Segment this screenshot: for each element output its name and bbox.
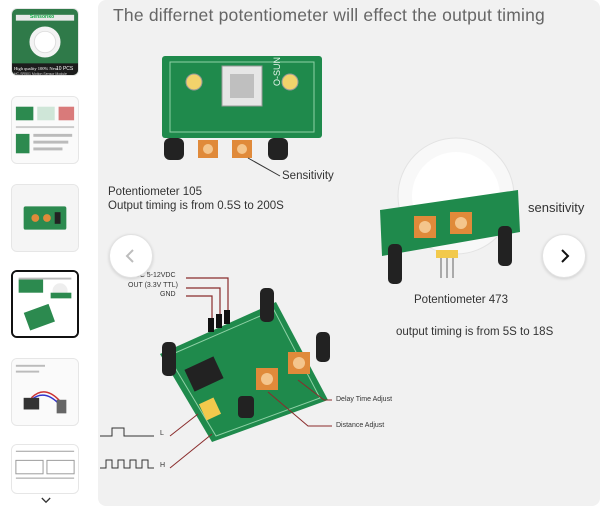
thumbnail-more-button[interactable] xyxy=(36,494,56,506)
top-board xyxy=(162,56,322,160)
delay-time-label: Delay Time Adjust xyxy=(336,396,393,403)
pin-vcc-label: VCC 5-12VDC xyxy=(130,272,176,279)
thumbnail-3[interactable] xyxy=(11,184,79,252)
previous-image-button[interactable] xyxy=(109,234,153,278)
low-waveform xyxy=(100,427,154,437)
thumbnail-1[interactable]: Sensoriko High quality 100% New 10 PCS H… xyxy=(11,8,79,76)
thumbnail-3-image xyxy=(12,185,78,251)
thumbnail-2-image xyxy=(12,97,78,163)
thumbnail-6[interactable] xyxy=(11,444,79,494)
page-title: The differnet potentiometer will effect … xyxy=(113,5,545,25)
thumbnail-1-image xyxy=(12,9,78,75)
pin-wires xyxy=(186,277,229,318)
thumbnail-4-selected[interactable] xyxy=(11,270,79,338)
main-product-image: The differnet potentiometer will effect … xyxy=(98,0,600,506)
thumbnail-5[interactable] xyxy=(11,358,79,426)
signal-low-label: L xyxy=(160,430,164,437)
sensitivity-left-label: Sensitivity xyxy=(282,170,334,182)
thumbnail-1-caption: High quality 100% New xyxy=(14,66,58,71)
pot473-desc: output timing is from 5S to 18S xyxy=(396,326,554,338)
thumbnail-2[interactable] xyxy=(11,96,79,164)
chevron-down-icon xyxy=(41,497,51,504)
high-waveform xyxy=(100,459,154,469)
sensitivity-right-label: sensitivity xyxy=(528,200,585,215)
chevron-right-icon xyxy=(561,249,570,263)
bottom-board xyxy=(160,288,330,442)
thumbnail-1-sub: HC-SR501 Motion Sensor Module xyxy=(14,72,67,76)
thumbnail-5-image xyxy=(12,359,78,425)
thumbnail-6-image xyxy=(12,445,78,493)
thumbnail-strip: Sensoriko High quality 100% New 10 PCS H… xyxy=(0,0,92,506)
sensitivity-pointer-left xyxy=(247,157,281,177)
board-brand-text: O-SUN xyxy=(272,57,282,86)
right-board xyxy=(380,137,520,284)
signal-high-label: H xyxy=(160,462,166,469)
pin-out-label: OUT (3.3V TTL) xyxy=(128,282,178,289)
pin-gnd-label: GND xyxy=(160,291,176,298)
pot105-title: Potentiometer 105 xyxy=(108,186,202,198)
distance-adjust-label: Distance Adjust xyxy=(336,422,385,429)
low-pointer xyxy=(169,413,199,437)
product-illustration xyxy=(100,56,520,469)
thumbnail-1-badge: 10 PCS xyxy=(56,66,74,72)
next-image-button[interactable] xyxy=(542,234,586,278)
pot473-title: Potentiometer 473 xyxy=(414,294,508,306)
distance-pointer xyxy=(267,391,332,427)
chevron-left-icon xyxy=(125,249,134,263)
pot105-desc: Output timing is from 0.5S to 200S xyxy=(108,200,284,212)
thumbnail-1-brand: Sensoriko xyxy=(30,14,55,20)
thumbnail-4-image xyxy=(13,272,77,336)
high-pointer xyxy=(169,433,213,469)
delay-pointer xyxy=(297,379,332,401)
